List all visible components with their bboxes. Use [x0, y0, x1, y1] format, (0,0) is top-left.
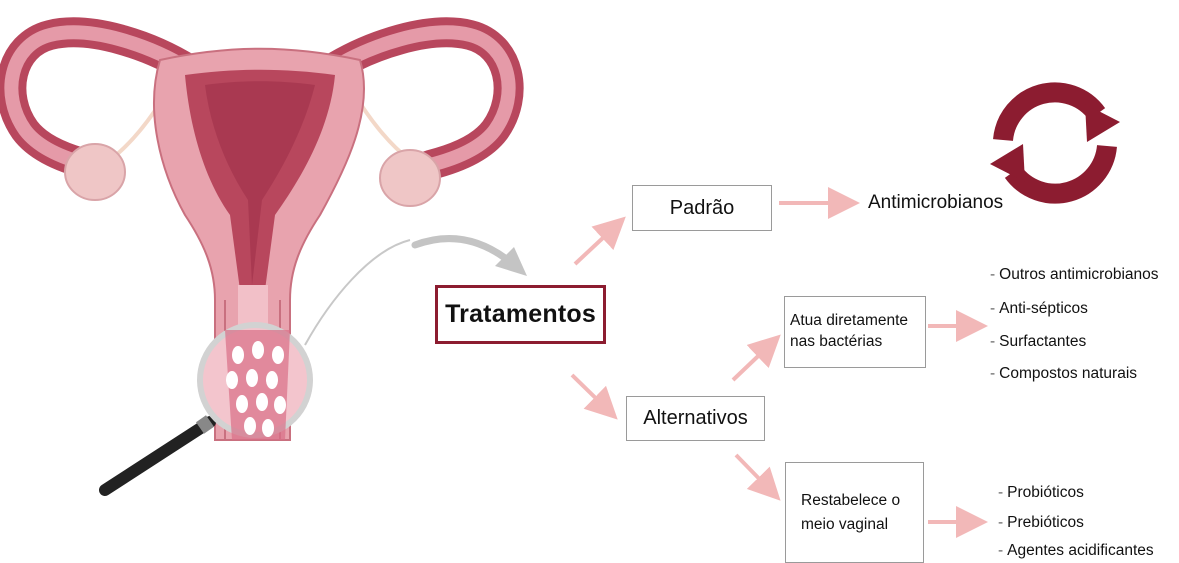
list-item: -Probióticos: [998, 484, 1084, 502]
padrao-box: Padrão: [632, 185, 772, 231]
list-item: -Anti-sépticos: [990, 300, 1088, 318]
list-item: -Surfactantes: [990, 333, 1086, 351]
list-item: -Agentes acidificantes: [998, 542, 1154, 560]
atua-diretamente-box: Atua diretamente nas bactérias: [784, 296, 926, 368]
atua-line-1: Atua diretamente: [790, 311, 908, 332]
alternativos-label: Alternativos: [643, 407, 748, 430]
atua-line-2: nas bactérias: [790, 332, 908, 353]
arrow-to-padrao: [575, 222, 620, 264]
list-item: -Prebióticos: [998, 514, 1084, 532]
cycle-arrows-icon: [985, 82, 1125, 204]
alternativos-box: Alternativos: [626, 396, 765, 441]
arrow-to-restabelece: [736, 455, 775, 495]
padrao-label: Padrão: [670, 197, 735, 220]
restabelece-line-2: meio vaginal: [801, 513, 900, 536]
restabelece-box: Restabelece o meio vaginal: [785, 462, 924, 563]
arrow-to-alternativos: [572, 375, 612, 414]
arrow-to-atua: [733, 340, 775, 380]
antimicrobianos-label: Antimicrobianos: [868, 192, 1003, 214]
tratamentos-label: Tratamentos: [445, 300, 596, 329]
list-item: -Outros antimicrobianos: [990, 266, 1159, 284]
list-item: -Compostos naturais: [990, 365, 1137, 383]
tratamentos-box: Tratamentos: [435, 285, 606, 344]
restabelece-line-1: Restabelece o: [801, 489, 900, 512]
